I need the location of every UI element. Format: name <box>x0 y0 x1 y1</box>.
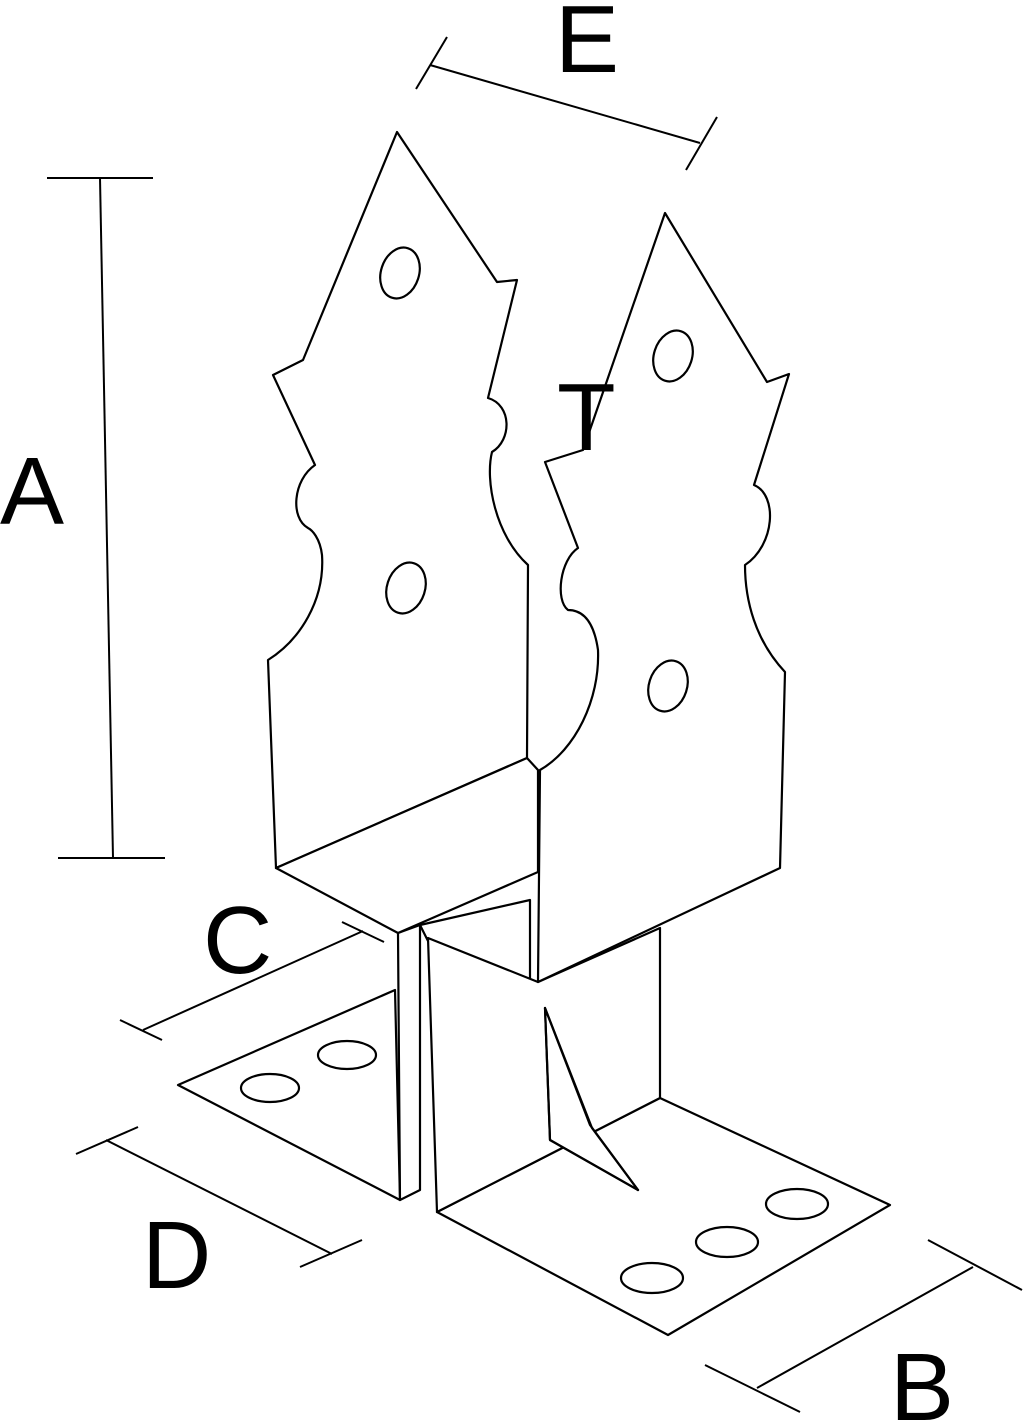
dimension-d <box>75 1126 363 1268</box>
label-b: B <box>890 1334 954 1422</box>
label-c: C <box>203 887 272 994</box>
dimension-b <box>704 1239 1023 1413</box>
label-t: T <box>557 364 616 471</box>
front-vertical-plate <box>426 926 662 1214</box>
right-plate-hole-3 <box>764 1187 830 1221</box>
right-fin <box>536 211 791 984</box>
label-d: D <box>142 1202 211 1309</box>
right-fin-hole-1 <box>652 329 694 383</box>
dimension-a <box>47 177 165 859</box>
right-fin-hole-2 <box>647 659 689 713</box>
left-plate-hole-1 <box>239 1072 301 1104</box>
left-fin-hole-2 <box>385 561 427 615</box>
left-fin <box>266 130 540 935</box>
dimension-c <box>119 921 385 1041</box>
dimension-e <box>415 36 718 171</box>
label-e: E <box>555 0 619 93</box>
label-a: A <box>0 438 64 545</box>
left-plate-hole-2 <box>316 1039 378 1071</box>
right-plate-hole-2 <box>694 1225 760 1259</box>
right-plate-hole-1 <box>619 1261 685 1295</box>
right-base-plate <box>435 1096 892 1337</box>
left-fin-hole-1 <box>379 246 421 300</box>
left-base-plate <box>176 988 402 1202</box>
base-strips <box>396 898 532 1202</box>
